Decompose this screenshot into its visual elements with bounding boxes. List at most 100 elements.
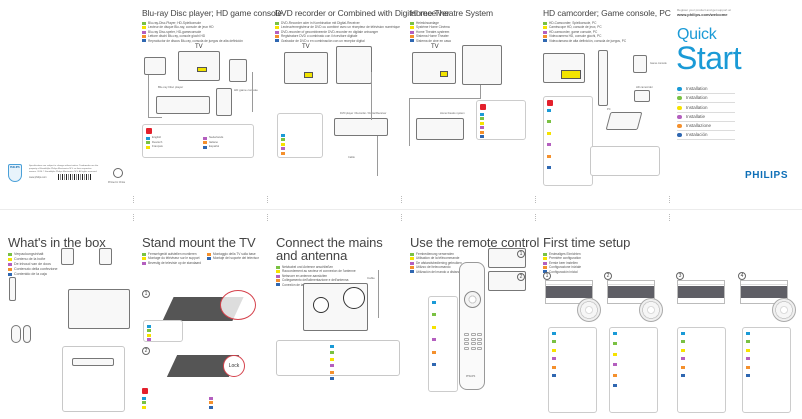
globe-icon (677, 86, 682, 91)
panel-bluray: Blu-ray Disc player; HD game console Blu… (142, 8, 283, 43)
tv-monitor-diagram (68, 289, 130, 329)
install-item-it: Installazione (677, 123, 735, 131)
game-console-diagram (633, 55, 647, 73)
tv-label: TV (302, 44, 310, 50)
legal-text: Specifications are subject to change wit… (29, 165, 99, 173)
register-text: Register your product and get support at (677, 8, 731, 12)
panel-title: Blu-ray Disc player; HD game console (142, 8, 283, 18)
lang-nl: Blu-ray Disc-speler, HD-gameconsole (142, 30, 267, 34)
lang-fr: Système Home Cinéma (410, 25, 530, 29)
side-connector-panel (598, 50, 608, 106)
panel-dvd: DVD recorder or Combined with Digital re… (275, 8, 450, 43)
fold-marker (669, 214, 670, 221)
lang-es: Videocámara de alta definición, consola … (543, 39, 668, 43)
cable (252, 72, 253, 112)
panel-title: Connect the mains (276, 235, 383, 250)
legal-block: Specifications are subject to change wit… (29, 165, 99, 180)
cable (409, 98, 410, 146)
home-theatre-diagram (416, 118, 464, 140)
setup-notes-2 (609, 327, 658, 413)
panel-title: Use the remote control (410, 235, 540, 250)
panel-whats-in-box: What's in the box Verpackungsinhalt Cont… (8, 236, 134, 277)
globe-icon (677, 95, 682, 100)
panel-camcorder: HD camcorder; Game console, PC HD-Camcor… (543, 8, 671, 43)
remote-pad-icon (577, 298, 601, 322)
stand-box (62, 346, 125, 412)
lang-it: Registratore DVD o combinato con il rice… (275, 34, 400, 38)
camcorder-diagram (634, 90, 650, 102)
laptop-diagram (605, 112, 643, 130)
device-label-dvd: DVD player / Recorder / Digital Receiver (340, 112, 387, 115)
cable-label: Cable (348, 156, 355, 159)
remote-brand: PHILIPS (466, 375, 476, 378)
language-list: Fernbedienung verwenden Utilisation de l… (410, 252, 535, 274)
fold-marker (669, 196, 670, 203)
support-url[interactable]: www.philips.com/welcome (677, 12, 728, 17)
stand-diagram (72, 358, 114, 366)
philips-shield-logo: PHILIPS (8, 164, 22, 182)
fold-marker (267, 196, 268, 203)
lang-it: Videocamera HD, console giochi, PC (543, 34, 668, 38)
globe-icon (677, 105, 682, 110)
tv-connector-panel (144, 57, 166, 75)
panel-connect-mains: Connect the mains and antenna Netzkabel … (276, 236, 406, 287)
lang-de: Blu-ray-Disc-Player; HD-Spielkonsole (142, 21, 267, 25)
language-list: Heimkinoanlage Système Home Cinéma Home … (410, 21, 530, 43)
number-keys (464, 333, 482, 350)
lang-nl: Home Theatre-systeem (410, 30, 530, 34)
step-number: 1 (142, 290, 150, 298)
tv-connector-panel (462, 45, 502, 85)
warning-icon (547, 100, 553, 106)
lang-it: Lettore dischi Blu-ray, console giochi H… (142, 34, 267, 38)
cable (371, 72, 372, 120)
lang-es: Reproductor de discos Blu-ray, consola d… (142, 39, 267, 43)
setup-notes-1 (548, 327, 597, 413)
tv-diagram (284, 52, 328, 84)
globe-icon (677, 123, 682, 128)
antenna-cable (378, 270, 379, 318)
install-item-en: Installation (677, 86, 735, 94)
fold-marker (133, 214, 134, 221)
remote-control-diagram: PHILIPS (459, 262, 485, 390)
device-label-console: Game console (650, 62, 667, 65)
bluray-player-diagram (156, 96, 210, 114)
fold-marker (535, 196, 536, 203)
mains-notes (330, 344, 396, 381)
tv-connector-panel (336, 46, 372, 84)
cable (148, 117, 162, 118)
device-label-pc: PC (607, 108, 611, 111)
panel-remote-control: Use the remote control Fernbedienung ver… (410, 235, 540, 274)
info-notes-box (543, 96, 593, 186)
cable (148, 75, 149, 117)
cable-label: Cable (367, 276, 375, 280)
recycle-icon (113, 168, 123, 178)
power-socket-callout (313, 297, 329, 313)
antenna-callout (343, 287, 365, 309)
barcode (58, 174, 92, 180)
lang-nl: HD-camcorder, game console, PC (543, 30, 668, 34)
panel-title-line2: and antenna (276, 248, 348, 263)
stand-notes (142, 388, 268, 410)
step-number: 1 (517, 250, 525, 258)
fold-marker (133, 196, 134, 203)
install-item-fr: Installation (677, 105, 735, 113)
power-cord-diagram (11, 325, 21, 343)
step-number: 2 (142, 347, 150, 355)
install-item-es: Instalación (677, 132, 735, 140)
panel-title: DVD recorder or Combined with Digital re… (275, 8, 450, 18)
cable (409, 98, 480, 99)
language-list: Fernsehgerät aufstellen montieren Montag… (142, 252, 201, 265)
info-notes-box (277, 113, 323, 158)
globe-icon (677, 114, 682, 119)
remote-pad-icon (639, 298, 663, 322)
cover-title-start: Start (676, 40, 742, 76)
tv-label: TV (195, 44, 203, 50)
cable (480, 85, 481, 99)
setup-screen-3 (677, 280, 725, 304)
globe-icon (677, 132, 682, 137)
language-list: Erstmaliges Einrichten Première configur… (543, 252, 663, 274)
remote-diagram (9, 277, 16, 301)
lang-es: Sistema de cine en casa (410, 39, 530, 43)
game-console-diagram (216, 88, 232, 116)
